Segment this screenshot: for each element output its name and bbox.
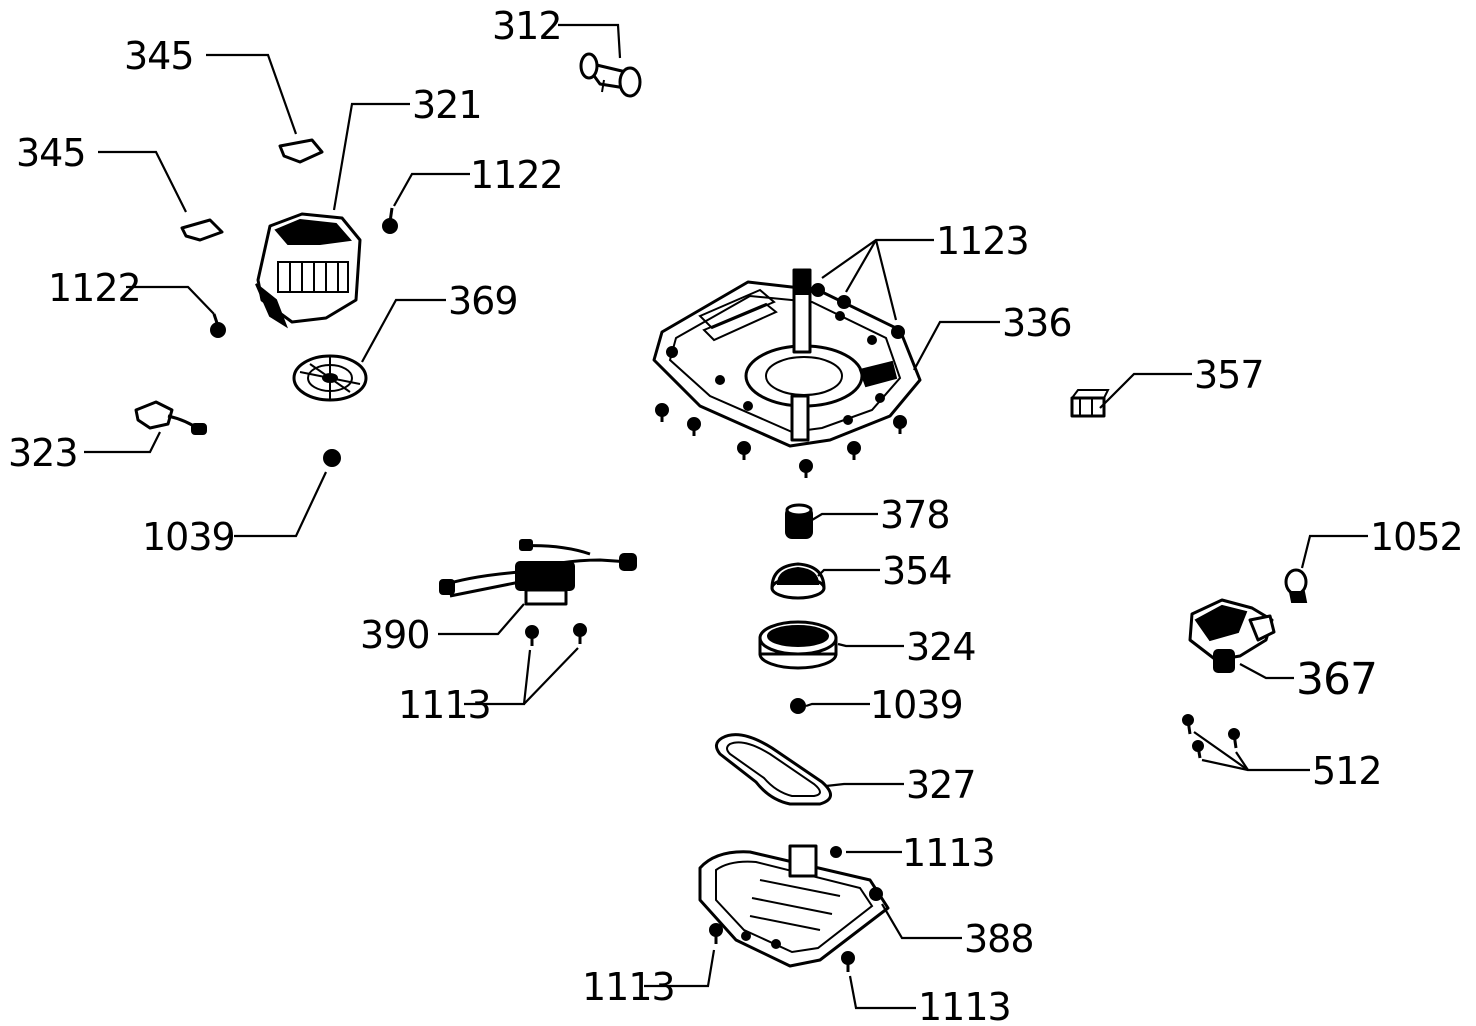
part-1113-screws-tray bbox=[709, 846, 855, 972]
callout-354: 354 bbox=[882, 549, 952, 593]
callout-1122-right: 1122 bbox=[470, 153, 563, 197]
part-367-pump bbox=[1188, 598, 1276, 673]
callout-324: 324 bbox=[906, 625, 976, 669]
part-388-tray bbox=[698, 844, 890, 968]
part-1052-clip bbox=[1284, 568, 1308, 603]
callout-1052: 1052 bbox=[1370, 515, 1463, 559]
callout-367: 367 bbox=[1296, 654, 1377, 705]
part-1039-nut-center bbox=[790, 698, 806, 714]
callout-1113-left: 1113 bbox=[398, 683, 491, 727]
callout-390: 390 bbox=[360, 613, 430, 657]
callout-1039-left: 1039 bbox=[142, 515, 235, 559]
callout-1123: 1123 bbox=[936, 219, 1029, 263]
part-1122-screw-left bbox=[210, 313, 226, 338]
part-390-harness bbox=[439, 539, 637, 606]
callout-388: 388 bbox=[964, 917, 1034, 961]
part-345-clip-lower bbox=[180, 218, 224, 242]
part-1122-screw-right bbox=[382, 207, 398, 234]
callout-312: 312 bbox=[492, 4, 562, 48]
callout-512: 512 bbox=[1312, 749, 1382, 793]
base-plate-screws bbox=[655, 403, 907, 478]
part-324-pulley bbox=[758, 620, 838, 670]
part-1113-screws-left bbox=[525, 623, 587, 646]
part-354-cap bbox=[770, 562, 826, 600]
leader-lines bbox=[84, 23, 1368, 1010]
callout-378: 378 bbox=[880, 493, 950, 537]
part-369-fan-disc bbox=[292, 354, 368, 402]
part-336-base-plate bbox=[652, 268, 922, 448]
callout-369: 369 bbox=[448, 279, 518, 323]
part-1039-nut-left bbox=[323, 449, 341, 467]
callout-323: 323 bbox=[8, 431, 78, 475]
callout-357: 357 bbox=[1194, 353, 1264, 397]
callout-345-lower: 345 bbox=[16, 131, 86, 175]
part-512-screws bbox=[1182, 714, 1240, 759]
part-378-plug bbox=[785, 503, 813, 539]
callout-1113-tray-left: 1113 bbox=[582, 965, 675, 1009]
callout-321: 321 bbox=[412, 83, 482, 127]
part-345-clip-upper bbox=[278, 138, 324, 164]
callout-327: 327 bbox=[906, 763, 976, 807]
callout-336: 336 bbox=[1002, 301, 1072, 345]
part-1123-screws bbox=[811, 283, 905, 339]
part-312-cylinder bbox=[579, 52, 642, 98]
callout-1122-left: 1122 bbox=[48, 266, 141, 310]
part-323-sensor bbox=[134, 400, 207, 435]
callout-345-upper: 345 bbox=[124, 34, 194, 78]
callout-1113-tray-top: 1113 bbox=[902, 831, 995, 875]
callout-1113-tray-bottom: 1113 bbox=[918, 985, 1011, 1026]
part-357-bracket bbox=[1070, 389, 1110, 418]
callout-1039-center: 1039 bbox=[870, 683, 963, 727]
part-327-belt bbox=[715, 733, 832, 806]
callout-labels: 312 345 321 345 1122 1122 369 323 1039 1… bbox=[8, 4, 1464, 1026]
part-321-motor bbox=[255, 212, 362, 329]
